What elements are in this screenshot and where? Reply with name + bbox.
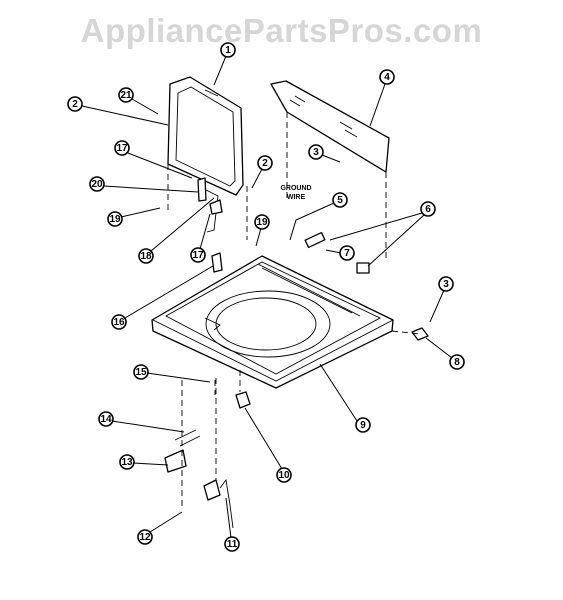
callout-3: 3 — [438, 276, 454, 292]
callout-12: 12 — [137, 529, 153, 545]
callout-circle — [98, 411, 114, 427]
part-switch-10 — [235, 391, 251, 409]
callout-circle — [355, 417, 371, 433]
note-line-1: GROUND — [280, 185, 311, 192]
callout-number: 11 — [227, 539, 238, 550]
callout-number: 1 — [225, 45, 231, 56]
leader-lines — [81, 55, 453, 539]
callout-number: 19 — [256, 217, 268, 228]
callout-17: 17 — [190, 247, 206, 263]
callout-4: 4 — [379, 69, 395, 85]
callout-circle — [449, 354, 465, 370]
callout-number: 8 — [454, 357, 460, 368]
callout-number: 21 — [120, 90, 132, 101]
part-hinge-16 — [211, 252, 223, 273]
callout-8: 8 — [449, 354, 465, 370]
callout-number: 13 — [121, 457, 133, 468]
callout-circle — [137, 529, 153, 545]
callout-number: 12 — [139, 532, 151, 543]
callout-2: 2 — [257, 155, 273, 171]
callout-3: 3 — [308, 144, 324, 160]
callout-number: 2 — [72, 99, 78, 110]
callout-number: 17 — [116, 143, 128, 154]
part-lid — [167, 76, 244, 196]
callout-16: 16 — [111, 314, 127, 330]
part-console — [270, 80, 390, 173]
callout-circle — [89, 176, 105, 192]
callout-19: 19 — [107, 211, 123, 227]
ground-wire-note: GROUND WIRE — [280, 185, 311, 201]
callout-11: 11 — [224, 536, 240, 552]
callout-circle — [276, 467, 292, 483]
watermark-text: AppliancePartsPros.com — [80, 12, 483, 49]
callout-number: 6 — [425, 204, 431, 215]
callout-number: 7 — [344, 248, 350, 259]
callout-circle — [133, 364, 149, 380]
callout-number: 14 — [100, 414, 112, 425]
callout-number: 3 — [443, 279, 449, 290]
callout-number: 4 — [384, 72, 390, 83]
callout-circle — [119, 454, 135, 470]
part-clip-8 — [411, 327, 429, 341]
callout-number: 9 — [360, 420, 366, 431]
callout-circle — [254, 214, 270, 230]
callout-circle — [339, 245, 355, 261]
callout-circle — [257, 155, 273, 171]
callout-circle — [438, 276, 454, 292]
callout-number: 18 — [140, 251, 152, 262]
callout-circle — [420, 201, 436, 217]
callout-6: 6 — [420, 201, 436, 217]
part-switch-11 — [203, 478, 234, 529]
alignment-lines — [167, 112, 421, 510]
callout-circle — [118, 87, 134, 103]
callout-circle — [111, 314, 127, 330]
callout-17: 17 — [114, 140, 130, 156]
callout-21: 21 — [118, 87, 134, 103]
callout-18: 18 — [138, 248, 154, 264]
callout-circle — [190, 247, 206, 263]
note-line-2: WIRE — [287, 194, 306, 201]
callout-number: 10 — [278, 470, 290, 481]
callout-1: 1 — [220, 42, 236, 58]
callout-9: 9 — [355, 417, 371, 433]
callout-circle — [332, 192, 348, 208]
callout-circle — [308, 144, 324, 160]
callout-number: 16 — [113, 317, 125, 328]
callout-13: 13 — [119, 454, 135, 470]
callout-circle — [379, 69, 395, 85]
callout-number: 20 — [91, 179, 103, 190]
callout-10: 10 — [276, 467, 292, 483]
callout-2: 2 — [67, 96, 83, 112]
callout-number: 3 — [313, 147, 319, 158]
callout-15: 15 — [133, 364, 149, 380]
callout-circle — [224, 536, 240, 552]
callout-19: 19 — [254, 214, 270, 230]
callout-14: 14 — [98, 411, 114, 427]
part-bracket-13 — [164, 429, 201, 473]
callout-circle — [114, 140, 130, 156]
part-bracket-18 — [209, 199, 223, 215]
callout-number: 2 — [262, 158, 268, 169]
callout-number: 5 — [337, 195, 343, 206]
callout-number: 15 — [135, 367, 147, 378]
callout-circle — [107, 211, 123, 227]
callout-circle — [220, 42, 236, 58]
callout-circle — [138, 248, 154, 264]
callout-5: 5 — [332, 192, 348, 208]
callout-number: 17 — [192, 250, 204, 261]
callout-circle — [67, 96, 83, 112]
callout-number: 19 — [109, 214, 121, 225]
part-strike-6 — [304, 231, 370, 274]
part-top-panel — [151, 255, 394, 389]
callout-20: 20 — [89, 176, 105, 192]
callout-7: 7 — [339, 245, 355, 261]
